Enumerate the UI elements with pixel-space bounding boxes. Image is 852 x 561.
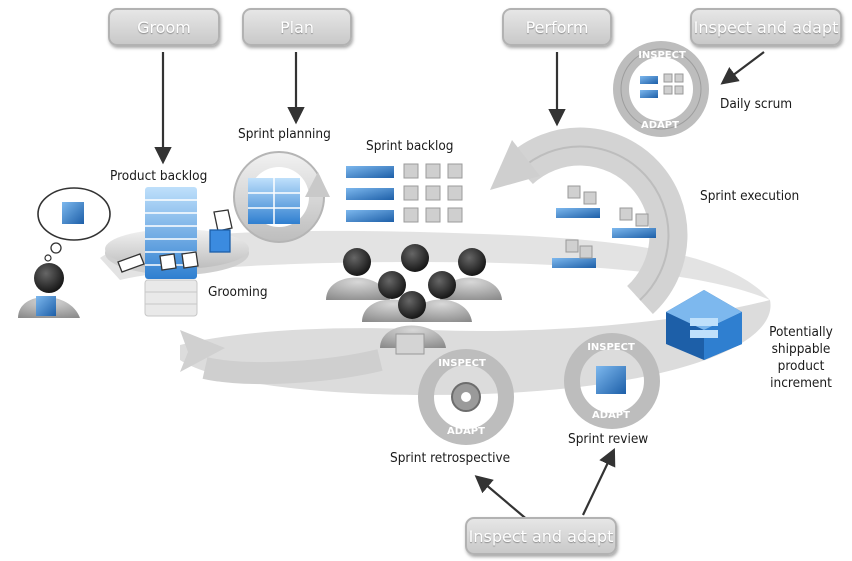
thought-bubble (37, 187, 111, 262)
inspect-adapt-top-pill: Inspect and adapt (690, 8, 842, 46)
daily-ring-inspect-text: INSPECT (638, 50, 686, 61)
increment-label: Potentially shippable product increment (752, 324, 850, 392)
sprint-backlog-grid (346, 163, 463, 223)
scrum-team (326, 244, 502, 355)
sprint-review-ring (564, 333, 660, 429)
daily-scrum-ring (613, 41, 709, 137)
daily-ring-adapt-text: ADAPT (641, 120, 679, 131)
sprint-planning-label: Sprint planning (238, 126, 331, 142)
increment-label-line1: Potentially (769, 324, 833, 340)
increment-cube (666, 290, 742, 360)
plan-phase-pill: Plan (242, 8, 352, 46)
sprint-execution-label: Sprint execution (700, 188, 800, 204)
daily-scrum-label: Daily scrum (720, 96, 793, 112)
increment-label-line2: shippable product (771, 341, 831, 374)
retro-ring-adapt-text: ADAPT (447, 426, 485, 437)
perform-phase-pill: Perform (502, 8, 612, 46)
review-ring-inspect-text: INSPECT (587, 342, 635, 353)
review-ring-adapt-text: ADAPT (592, 410, 630, 421)
grooming-hands (117, 209, 233, 273)
sprint-execution-cycle (490, 127, 688, 314)
sprint-backlog-label: Sprint backlog (366, 138, 454, 154)
groom-phase-pill: Groom (108, 8, 220, 46)
sprint-retrospective-label: Sprint retrospective (390, 450, 511, 466)
increment-label-line3: increment (770, 375, 832, 391)
phase-arrows (154, 51, 765, 523)
sprint-retrospective-ring (418, 349, 514, 445)
sprint-planning-drum (233, 151, 330, 243)
retro-ring-inspect-text: INSPECT (438, 358, 486, 369)
inspect-adapt-bottom-pill: Inspect and adapt (465, 517, 617, 555)
product-backlog-label: Product backlog (110, 168, 208, 184)
customer-person (18, 263, 80, 318)
product-backlog-stack (144, 187, 198, 317)
sprint-review-label: Sprint review (568, 431, 649, 447)
grooming-label: Grooming (208, 284, 268, 300)
